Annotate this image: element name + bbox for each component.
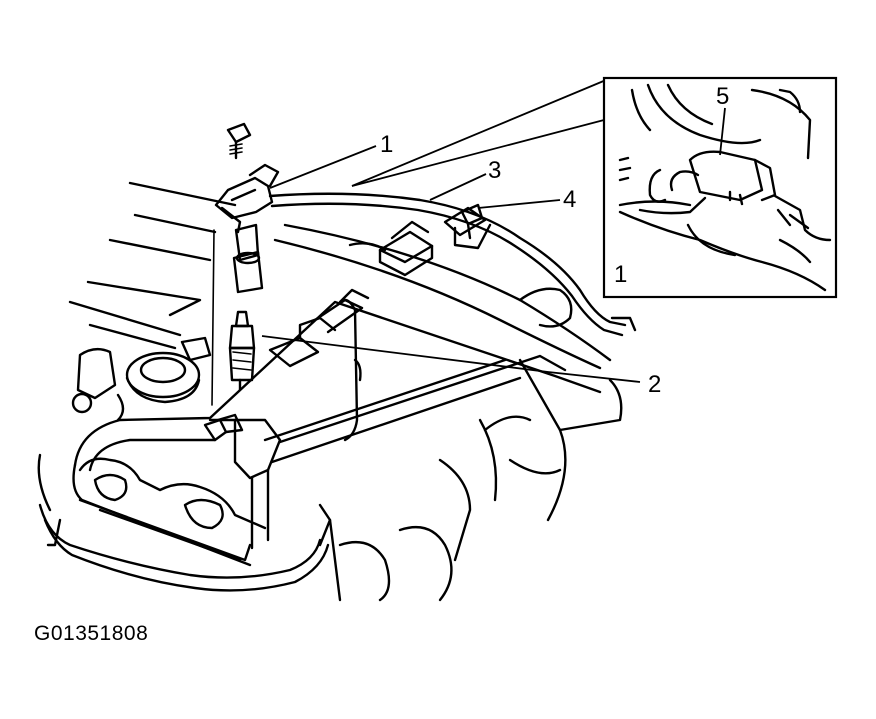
callout-3: 3: [488, 157, 501, 184]
harness-clamp: [460, 203, 484, 240]
callout-leaders: [261, 79, 641, 383]
figure-code: G01351808: [34, 622, 149, 645]
inset-callout-1: 1: [614, 261, 627, 288]
callout-5: 5: [716, 83, 729, 110]
wiring-harness: [268, 192, 637, 337]
callout-2: 2: [648, 371, 661, 398]
inset-detail: [602, 76, 838, 299]
callout-1: 1: [380, 131, 393, 158]
callout-4: 4: [563, 186, 576, 213]
spark-plug: [203, 310, 256, 442]
ignition-coil: [211, 122, 280, 406]
engine-body: [37, 181, 623, 602]
